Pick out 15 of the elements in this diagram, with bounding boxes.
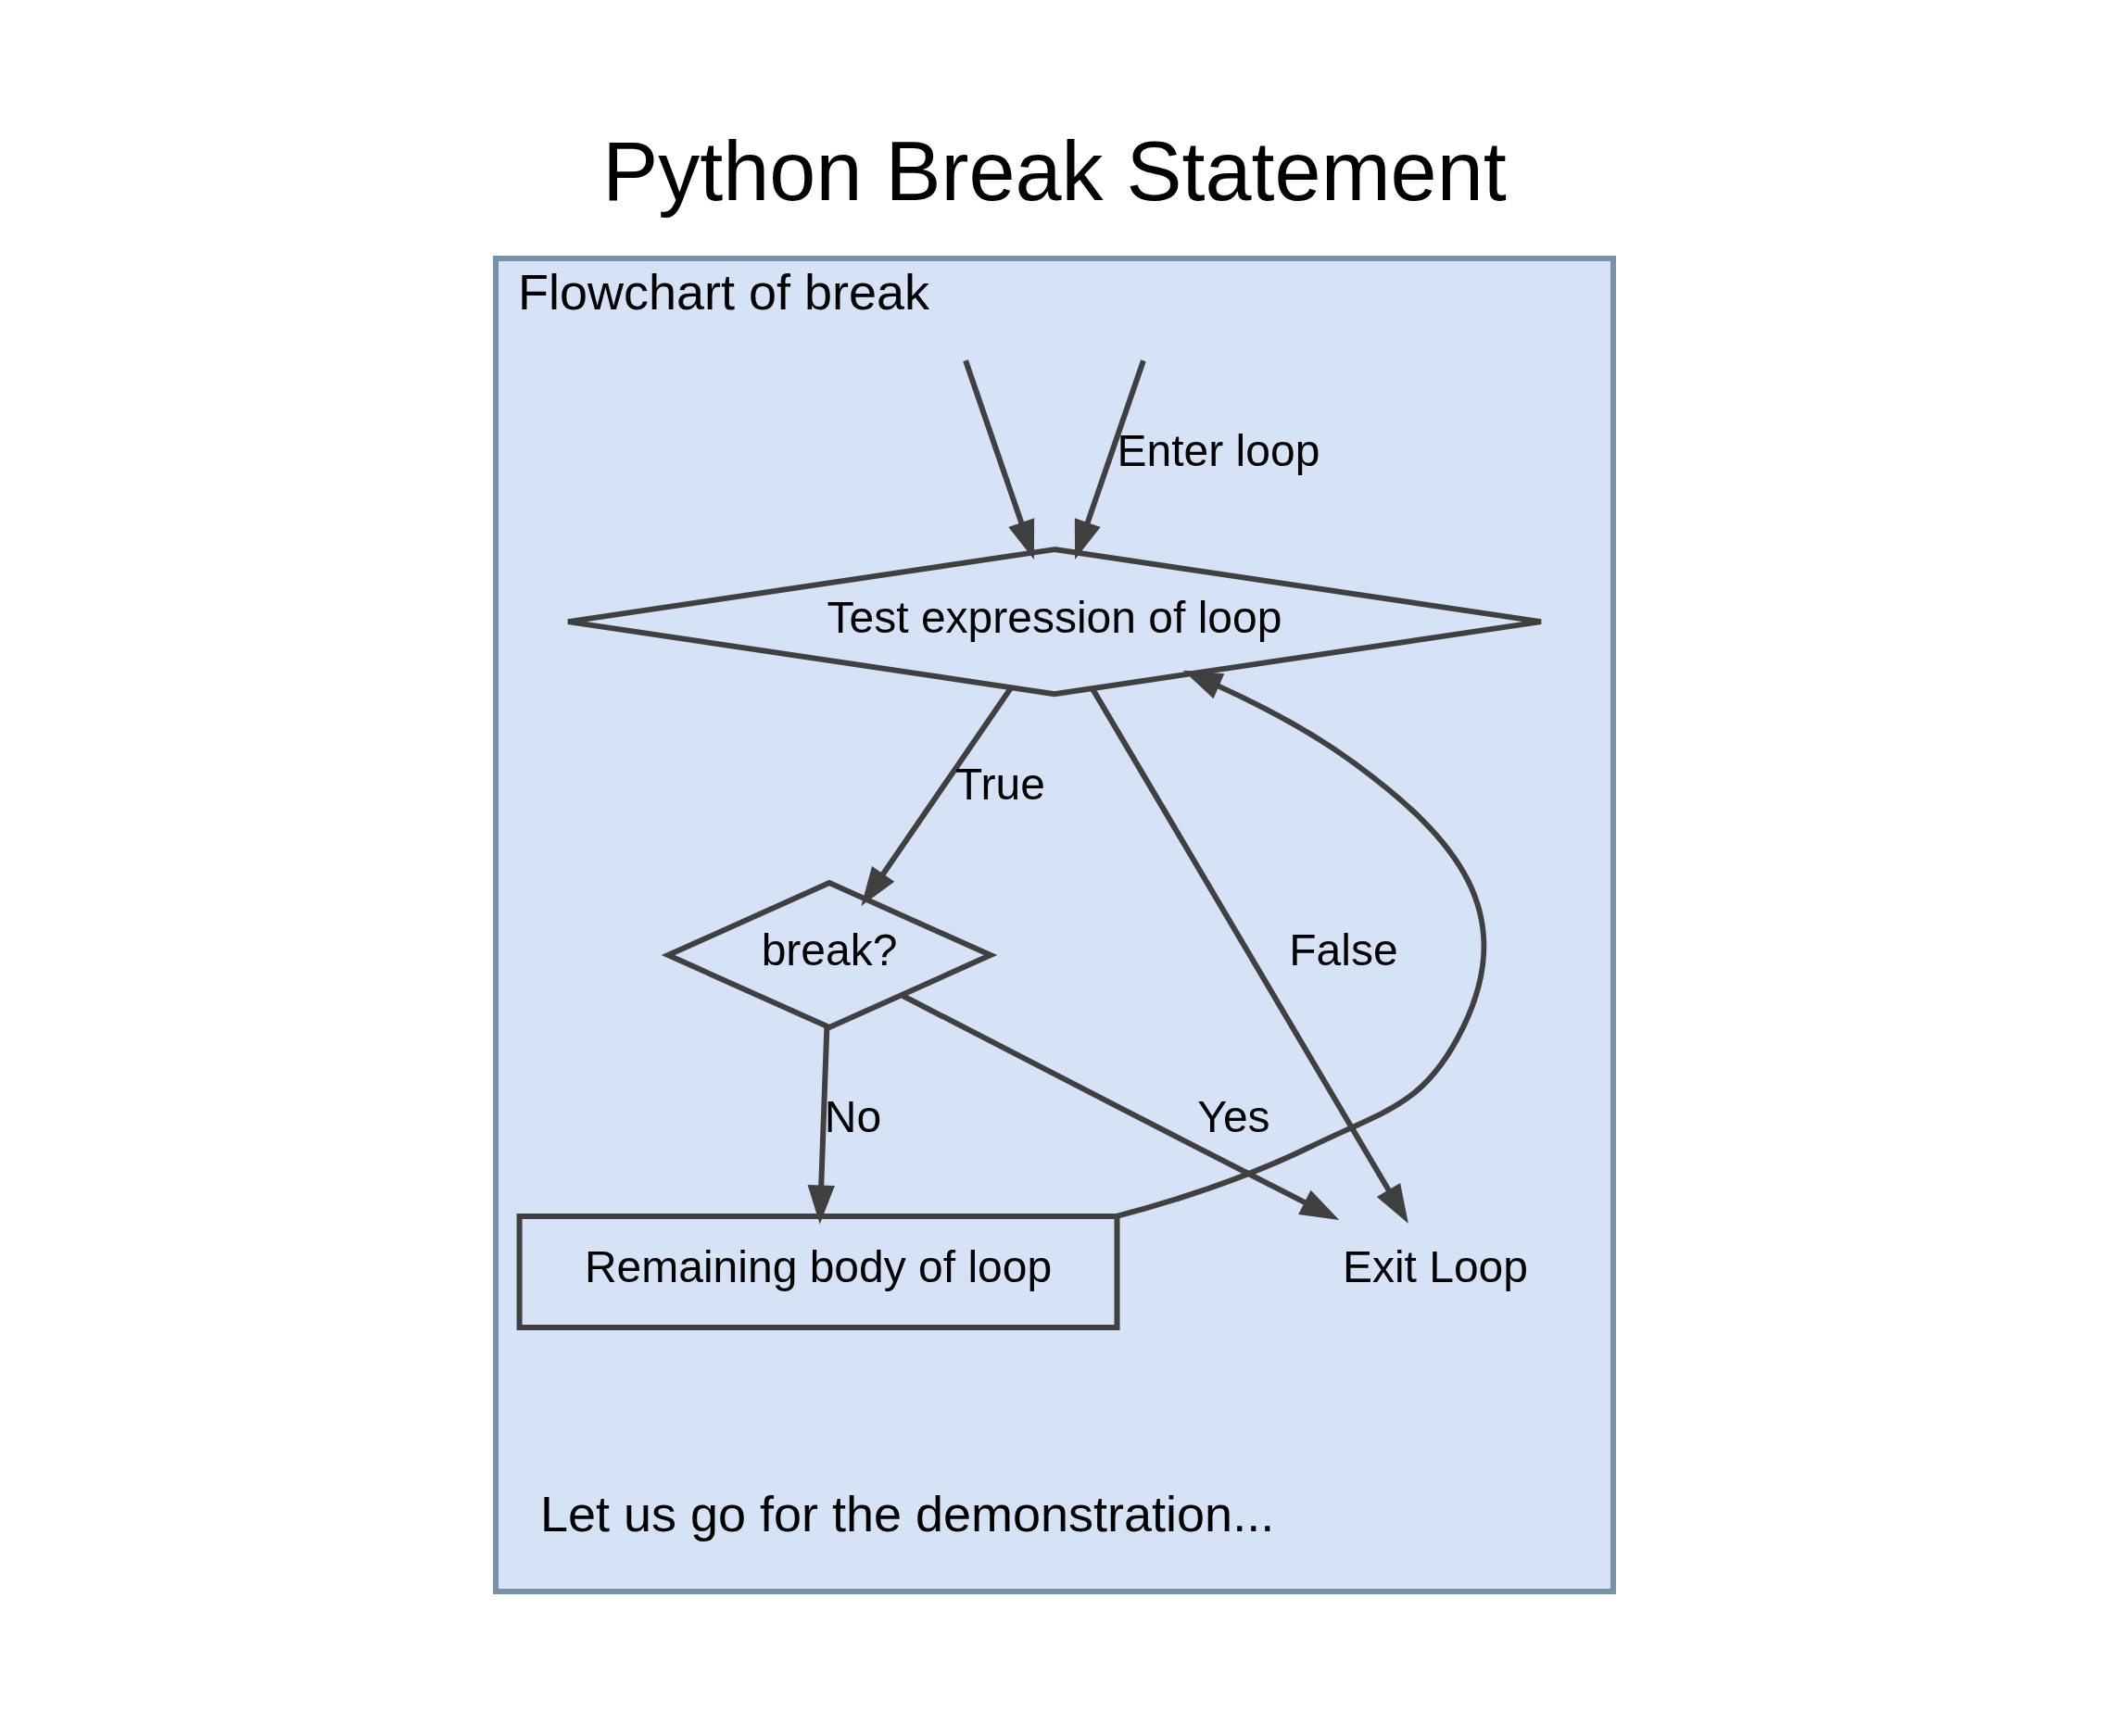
label: Let us go for the demonstration... <box>539 1486 1275 1542</box>
edge-label: True <box>955 759 1045 809</box>
edge-label: Yes <box>1197 1092 1270 1142</box>
arrow <box>1074 359 1146 560</box>
edge-label: False <box>1289 925 1398 975</box>
edge-label: Enter loop <box>1117 425 1320 475</box>
node-diamond: break? <box>661 879 998 1031</box>
arrow <box>1116 670 1487 1219</box>
arrow <box>963 359 1035 560</box>
diagram-title: Python Break Statement <box>602 124 1507 218</box>
node-box: Remaining body of loop <box>516 1214 1120 1331</box>
arrow <box>901 993 1340 1221</box>
arrow <box>807 1026 835 1225</box>
node-text: Exit Loop <box>1342 1242 1528 1292</box>
edge-label: No <box>824 1092 882 1142</box>
